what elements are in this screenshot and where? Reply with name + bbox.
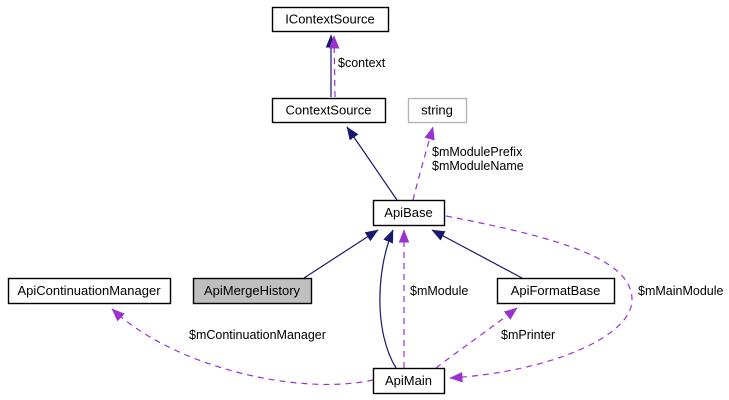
edge-ApiMain-to-ApiBase-inherit — [379, 229, 397, 369]
node-box-ContextSource[interactable] — [271, 97, 387, 124]
edge-label-ContextSource-to-IContextSource: $context — [338, 56, 386, 70]
node-label-IContextSource: IContextSource — [285, 12, 375, 27]
node-ApiFormatBase[interactable]: ApiFormatBase — [496, 277, 616, 305]
node-ApiContinuationManager[interactable]: ApiContinuationManager — [7, 277, 172, 305]
node-box-ApiMergeHistory — [192, 277, 313, 305]
node-ApiMain[interactable]: ApiMain — [372, 367, 446, 395]
edge-ApiMain-to-ApiFormatBase-usage — [435, 307, 518, 369]
node-box-ApiMain[interactable] — [372, 367, 446, 395]
node-label-ApiContinuationManager: ApiContinuationManager — [17, 283, 161, 298]
edge-label-ApiMain-to-ApiBase: $mModule — [410, 284, 468, 298]
node-string: string — [407, 97, 468, 124]
edge-ApiMergeHistory-to-ApiBase-inherit — [303, 229, 379, 279]
edge-label-ApiBase-to-ApiMain: $mMainModule — [638, 284, 724, 298]
node-ContextSource[interactable]: ContextSource — [271, 97, 387, 124]
node-label-ApiMergeHistory: ApiMergeHistory — [204, 283, 301, 298]
edge-ApiFormatBase-to-ApiBase-inherit — [431, 229, 523, 279]
node-box-ApiFormatBase[interactable] — [496, 277, 616, 305]
node-label-ContextSource: ContextSource — [286, 103, 372, 118]
edge-ApiBase-to-ApiMain-usage — [445, 215, 633, 383]
node-label-ApiFormatBase: ApiFormatBase — [511, 283, 601, 298]
node-box-ApiContinuationManager[interactable] — [7, 277, 172, 305]
edge-ApiBase-to-ContextSource-inherit — [346, 126, 398, 201]
node-label-ApiBase: ApiBase — [384, 205, 432, 220]
edge-label-ApiMain-to-ApiContinuationManager: $mContinuationManager — [189, 328, 326, 342]
edge-ApiMain-to-ApiContinuationManager-usage — [111, 308, 374, 385]
node-box-ApiBase[interactable] — [372, 199, 446, 227]
node-box-string — [407, 97, 468, 124]
edge-ContextSource-to-IContextSource-usage — [328, 35, 340, 98]
node-ApiBase[interactable]: ApiBase — [372, 199, 446, 227]
node-box-IContextSource[interactable] — [271, 6, 390, 33]
edge-label-ApiMain-to-ApiFormatBase: $mPrinter — [501, 328, 555, 342]
node-ApiMergeHistory: ApiMergeHistory — [192, 277, 313, 305]
node-label-ApiMain: ApiMain — [385, 373, 432, 388]
node-label-string: string — [421, 103, 453, 118]
edge-ApiBase-to-string-usage — [412, 126, 435, 201]
node-IContextSource[interactable]: IContextSource — [271, 6, 390, 33]
edge-label-ApiBase-to-string: $mModulePrefix$mModuleName — [432, 145, 524, 173]
